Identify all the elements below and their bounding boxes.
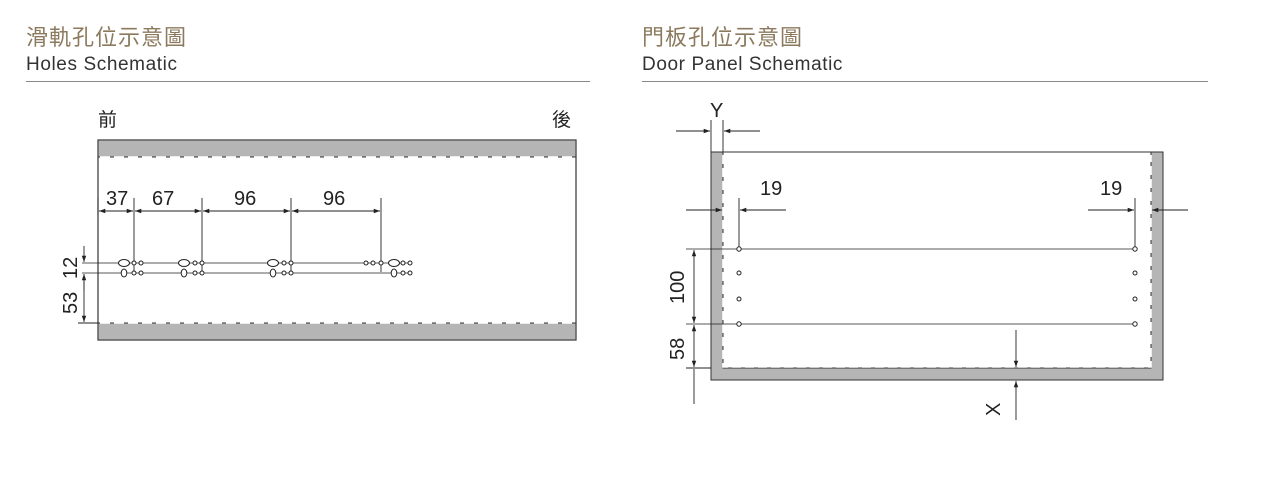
hole-group-4	[363, 259, 413, 278]
door-inner-dash	[722, 155, 1152, 368]
rail-extension-lines	[97, 198, 382, 272]
slide-panel-divider	[26, 81, 590, 82]
right-offset-dim	[1088, 198, 1188, 250]
dim-58: 58	[667, 338, 689, 360]
x-label: X	[983, 403, 1005, 416]
door-panel-title-zh: 門板孔位示意圖	[642, 26, 804, 51]
door-holes	[736, 246, 1138, 327]
rail-bottom-band	[97, 322, 577, 341]
door-panel-header: 門板孔位示意圖 Door Panel Schematic	[642, 26, 1208, 82]
rail-top-band	[97, 139, 577, 158]
door-panel-diagram: Y 19 19	[667, 100, 1188, 420]
slide-panel-header: 滑軌孔位示意圖 Holes Schematic	[26, 26, 590, 82]
left-offset-dim	[686, 198, 786, 250]
dim-96-b: 96	[323, 188, 345, 210]
dim-37: 37	[106, 188, 128, 210]
door-panel-title-en: Door Panel Schematic	[642, 54, 844, 75]
dim-100: 100	[667, 271, 689, 304]
rail-outline	[97, 139, 577, 341]
hole-group-1	[118, 259, 144, 278]
door-panel-divider	[642, 81, 1208, 82]
hole-group-3	[267, 259, 294, 278]
y-dimension	[676, 120, 760, 152]
right-offset-label: 19	[1100, 178, 1122, 200]
left-offset-label: 19	[760, 178, 782, 200]
hole-group-2	[178, 259, 205, 278]
front-label: 前	[98, 109, 117, 131]
y-label: Y	[710, 100, 723, 122]
hole-row-lines	[82, 262, 410, 274]
slide-panel-title-zh: 滑軌孔位示意圖	[26, 26, 188, 51]
door-hole-lines	[686, 248, 1135, 325]
door-vertical-dims	[686, 250, 711, 404]
rail-vertical-dims	[78, 246, 98, 324]
rear-label: 後	[552, 109, 571, 131]
slide-rail-diagram: 前 後 37 67 96 96	[60, 109, 577, 341]
dim-53: 53	[60, 292, 82, 314]
dim-12: 12	[60, 257, 82, 279]
dim-67: 67	[152, 188, 174, 210]
slide-panel-title-en: Holes Schematic	[26, 54, 178, 75]
dim-96-a: 96	[234, 188, 256, 210]
